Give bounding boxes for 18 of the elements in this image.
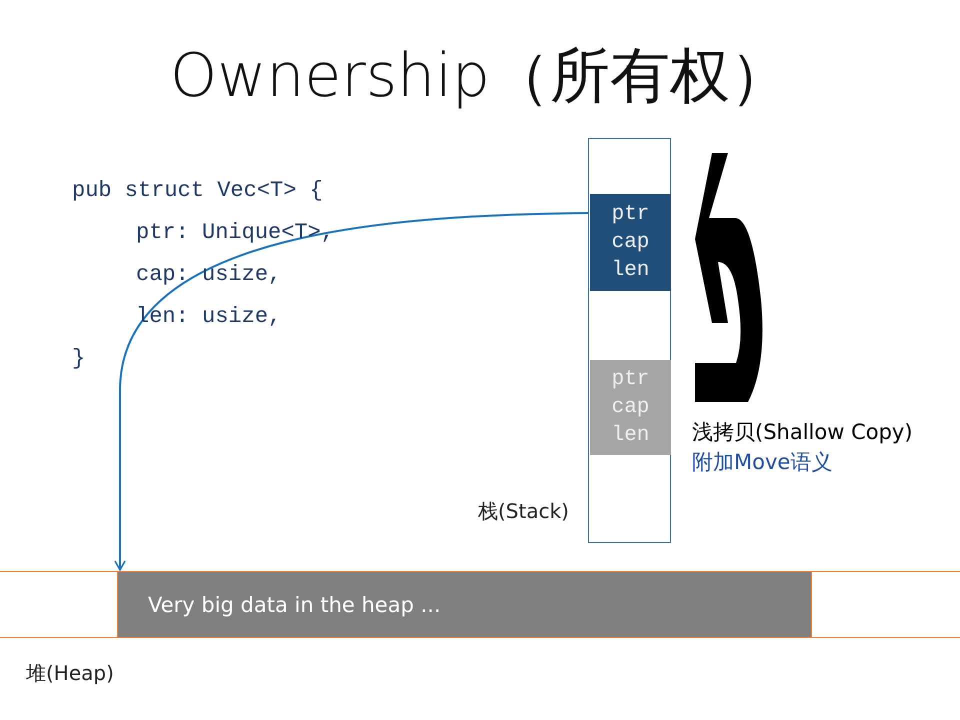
copy-note: 浅拷贝(Shallow Copy) bbox=[692, 419, 913, 446]
heap-band bbox=[0, 571, 960, 638]
arrow bbox=[114, 212, 590, 571]
code-line: pub struct Vec<T> { bbox=[72, 178, 323, 203]
region-label: 堆(Heap) bbox=[26, 660, 114, 687]
region-label: 栈(Stack) bbox=[478, 498, 569, 525]
stack-column bbox=[588, 138, 671, 543]
field-names: ptr cap len bbox=[610, 202, 650, 284]
code-line: } bbox=[72, 346, 86, 371]
stack-frame bbox=[590, 194, 671, 291]
code-line: cap: usize, bbox=[136, 262, 282, 287]
heap-data-text: Very big data in the heap ... bbox=[148, 592, 441, 616]
heap-data-block bbox=[117, 571, 812, 638]
field-names: ptr cap len bbox=[610, 366, 650, 448]
title: Ownership（所有权） bbox=[169, 40, 791, 113]
code-line: ptr: Unique<T>, bbox=[136, 220, 334, 245]
move-note: 附加Move语义 bbox=[692, 449, 832, 476]
stack-frame bbox=[590, 360, 671, 455]
